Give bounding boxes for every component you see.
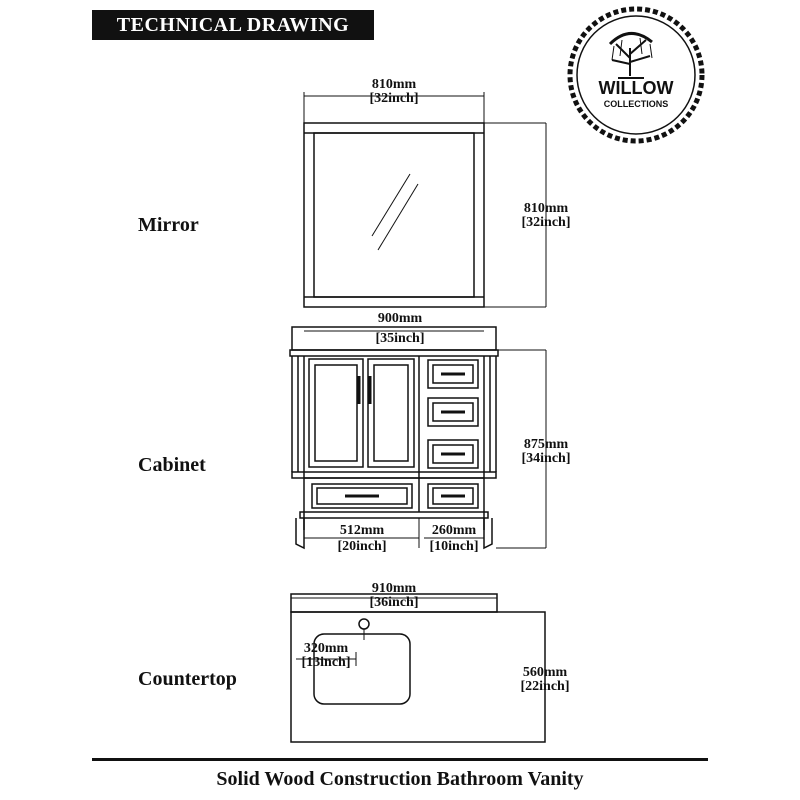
countertop-width-in: [36inch] bbox=[370, 595, 419, 610]
willow-logo bbox=[567, 6, 705, 144]
willow-tree-icon bbox=[608, 32, 653, 79]
countertop-depth-in: [22inch] bbox=[521, 679, 570, 694]
logo-brand-text: WILLOW bbox=[599, 78, 674, 98]
mirror-drawing bbox=[303, 122, 485, 308]
cabinet-bottom-dimensions bbox=[304, 518, 484, 548]
mirror-width-dimension bbox=[303, 92, 485, 123]
cabinet-left-mm: 512mm bbox=[340, 523, 385, 538]
mirror-width-mm: 810mm bbox=[372, 77, 417, 92]
footer-rule bbox=[92, 758, 708, 761]
page-title: TECHNICAL DRAWING bbox=[92, 10, 374, 40]
footer-title: Solid Wood Construction Bathroom Vanity bbox=[216, 768, 584, 790]
logo-sub-text: COLLECTIONS bbox=[604, 99, 669, 109]
cabinet-height-mm: 875mm bbox=[524, 437, 569, 452]
cabinet-width-in: [35inch] bbox=[376, 331, 425, 346]
cabinet-left-in: [20inch] bbox=[338, 539, 387, 554]
countertop-width-mm: 910mm bbox=[372, 581, 417, 596]
section-label-mirror: Mirror bbox=[138, 214, 199, 236]
sink-mm: 320mm bbox=[304, 641, 349, 656]
section-label-cabinet: Cabinet bbox=[138, 454, 206, 476]
cabinet-width-mm: 900mm bbox=[378, 311, 423, 326]
cabinet-right-mm: 260mm bbox=[432, 523, 477, 538]
mirror-width-in: [32inch] bbox=[370, 91, 419, 106]
cabinet-height-dimension bbox=[496, 349, 547, 549]
mirror-height-in: [32inch] bbox=[522, 215, 571, 230]
countertop-depth-dimension bbox=[497, 611, 546, 742]
countertop-depth-mm: 560mm bbox=[523, 665, 568, 680]
cabinet-height-in: [34inch] bbox=[522, 451, 571, 466]
sink-in: [13inch] bbox=[302, 655, 351, 670]
cabinet-drawing bbox=[289, 326, 499, 550]
cabinet-right-in: [10inch] bbox=[430, 539, 479, 554]
sink-dimension bbox=[296, 629, 365, 666]
section-label-countertop: Countertop bbox=[138, 668, 237, 690]
mirror-height-dimension bbox=[484, 122, 547, 308]
mirror-height-mm: 810mm bbox=[524, 201, 569, 216]
